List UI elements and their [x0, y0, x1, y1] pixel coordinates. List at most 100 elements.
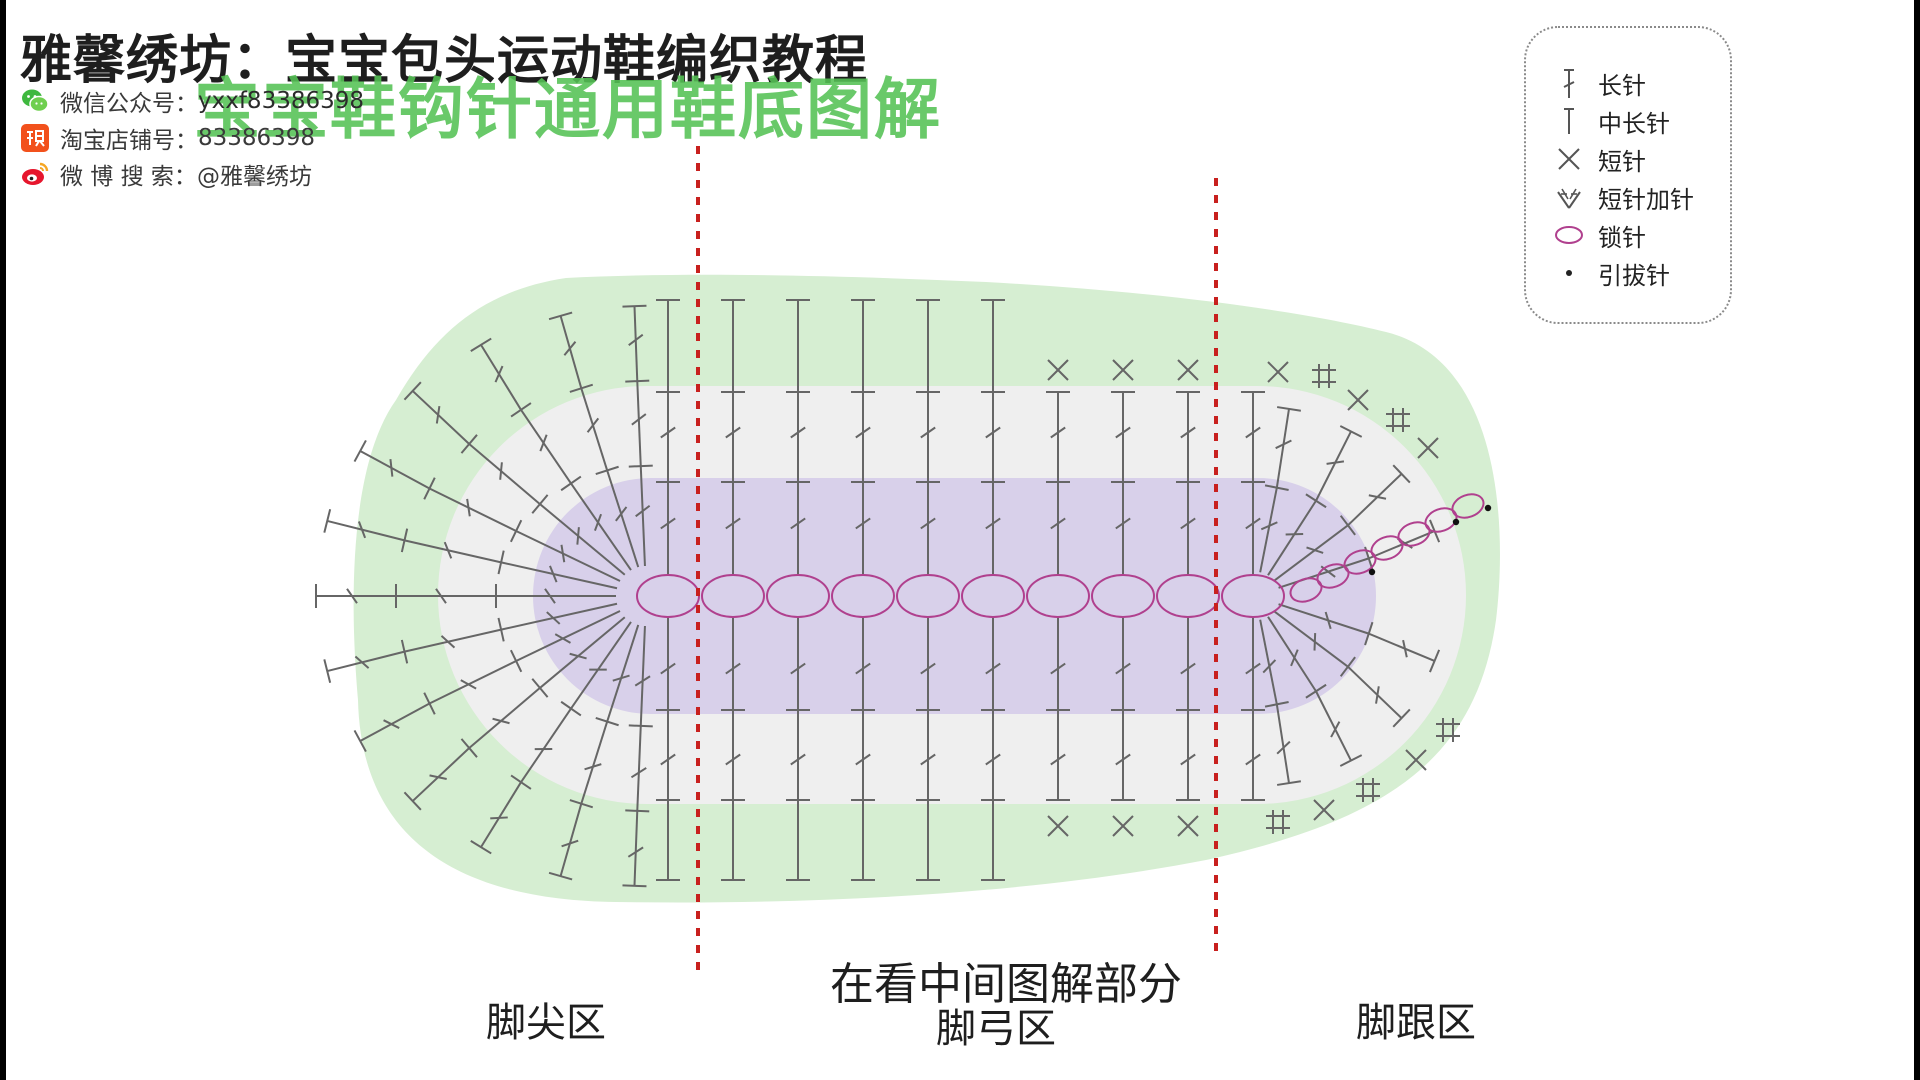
contact-wechat: 微信公众号： yxxf83386398 [20, 84, 364, 118]
stitch-r3-top [916, 299, 940, 392]
stitch-toe-r3 [548, 803, 583, 881]
chain-symbol-icon [1555, 226, 1583, 244]
slip-stitch-symbol-icon [1566, 270, 1572, 276]
stitch-layer [315, 299, 1460, 888]
stitch-r2-top [1241, 391, 1265, 482]
stitch-toe-r3 [470, 337, 522, 411]
stitch-r3-top [786, 299, 810, 392]
stitch-r2-top [1176, 391, 1200, 482]
stitch-r2-bottom [1176, 710, 1200, 801]
stitch-r2-top [1046, 391, 1070, 482]
stitch-r3-bottom [721, 800, 745, 881]
stitch-legend: 长针 中长针 短针 短针加针 [1524, 26, 1732, 324]
stitch-r2-bottom [1241, 710, 1265, 801]
stitch-toe-r3 [323, 509, 405, 542]
stitch-toe-r3 [548, 311, 583, 389]
legend-label-sc-inc: 短针加针 [1598, 185, 1694, 214]
dc-symbol-icon [1563, 69, 1575, 98]
stitch-toe-r1 [531, 616, 626, 698]
chain-stitch [701, 574, 765, 618]
sc-inc-stitch-heel [1356, 778, 1380, 802]
stitch-toe-r2 [460, 434, 541, 505]
stitch-toe-r3 [622, 810, 647, 888]
taobao-icon [21, 124, 49, 152]
sc-stitch-bottom [1047, 815, 1069, 837]
stitch-r2-bottom [1046, 710, 1070, 801]
stitch-r3-bottom [851, 800, 875, 881]
stitch-r2-top [1111, 391, 1135, 482]
weibo-value: @雅馨绣坊 [196, 164, 312, 190]
turning-chain-stitch [1451, 493, 1485, 519]
chain-stitch [896, 574, 960, 618]
slide-frame: 雅馨绣坊：宝宝包头运动鞋编织教程 宝宝鞋钩针通用鞋底图解 微信公众号： yxxf… [6, 0, 1914, 1080]
stitch-toe-r3 [403, 381, 470, 445]
foundation-chain [636, 574, 1285, 618]
slip-stitch-dot [1368, 568, 1376, 576]
sc-stitch-top [1177, 359, 1199, 381]
sc-stitch-top [1047, 359, 1069, 381]
chain-stitch [1091, 574, 1155, 618]
taobao-label: 淘宝店铺号： [60, 128, 198, 154]
chain-stitch [766, 574, 830, 618]
stitch-r3-top [851, 299, 875, 392]
chain-stitch [831, 574, 895, 618]
legend-label-chain: 锁针 [1598, 223, 1646, 252]
inner-round-area [533, 478, 1376, 714]
sc-stitch-top [1112, 359, 1134, 381]
zone-label-arch: 脚弓区 [936, 1006, 1056, 1052]
sc-inc-symbol-icon [1557, 188, 1581, 209]
stitch-r3-top [981, 299, 1005, 392]
stitch-r3-top [721, 299, 745, 392]
stitch-toe-r3 [403, 747, 470, 811]
legend-label-slip: 引拔针 [1598, 261, 1670, 290]
hdc-symbol-icon [1564, 108, 1574, 134]
stitch-r3-bottom [916, 800, 940, 881]
stitch-heel-r2 [1275, 406, 1302, 488]
sc-stitch-heel [1347, 389, 1369, 411]
sc-inc-stitch-heel [1436, 718, 1460, 742]
chain-stitch [961, 574, 1025, 618]
stitch-heel-r2 [1347, 665, 1411, 728]
stitch-heel-r2 [1315, 425, 1363, 502]
stitch-toe-r3 [353, 702, 430, 753]
legend-item-sc: 短针 [1552, 142, 1646, 176]
sc-inc-stitch-heel [1266, 810, 1290, 834]
legend-item-chain: 锁针 [1552, 218, 1646, 252]
stitch-toe-r3 [622, 304, 647, 382]
stitch-toe-r1 [628, 625, 653, 728]
stitch-heel-r2 [1275, 704, 1302, 786]
wechat-icon [22, 89, 49, 113]
wechat-label: 微信公众号： [60, 91, 198, 117]
stitch-r3-bottom [786, 800, 810, 881]
contact-taobao: 淘宝店铺号： 83386398 [20, 121, 315, 155]
stitch-r3-bottom [981, 800, 1005, 881]
sc-stitch-bottom [1112, 815, 1134, 837]
chain-stitch [1221, 574, 1285, 618]
video-caption: 在看中间图解部分 [830, 959, 1182, 1010]
legend-label-dc: 长针 [1598, 71, 1646, 100]
taobao-value: 83386398 [198, 125, 316, 151]
sc-stitch-heel [1417, 437, 1439, 459]
legend-label-hdc: 中长针 [1598, 109, 1670, 138]
stitch-toe-r3 [323, 650, 405, 683]
slip-stitch-dot [1452, 518, 1460, 526]
sole-diagram [315, 146, 1500, 975]
stitch-toe-r3 [353, 439, 430, 490]
sc-stitch-heel [1267, 361, 1289, 383]
sc-stitch-heel [1313, 799, 1335, 821]
wechat-value: yxxf83386398 [198, 88, 364, 114]
page-title: 雅馨绣坊：宝宝包头运动鞋编织教程 [20, 31, 869, 91]
weibo-icon [22, 162, 49, 185]
sc-stitch-bottom [1177, 815, 1199, 837]
weibo-label: 微 博 搜 索： [60, 164, 197, 190]
stitch-r3-bottom [656, 800, 680, 881]
zone-label-toe: 脚尖区 [486, 1000, 606, 1046]
chain-stitch [1156, 574, 1220, 618]
stitch-heel-r2 [1315, 690, 1363, 767]
stitch-heel-r2 [1368, 632, 1441, 673]
legend-item-hdc: 中长针 [1552, 104, 1670, 138]
slip-stitch-dot [1484, 504, 1492, 512]
stitch-r2-bottom [1111, 710, 1135, 801]
stitch-toe-r1 [595, 624, 640, 727]
stitch-heel-r2 [1347, 464, 1411, 527]
